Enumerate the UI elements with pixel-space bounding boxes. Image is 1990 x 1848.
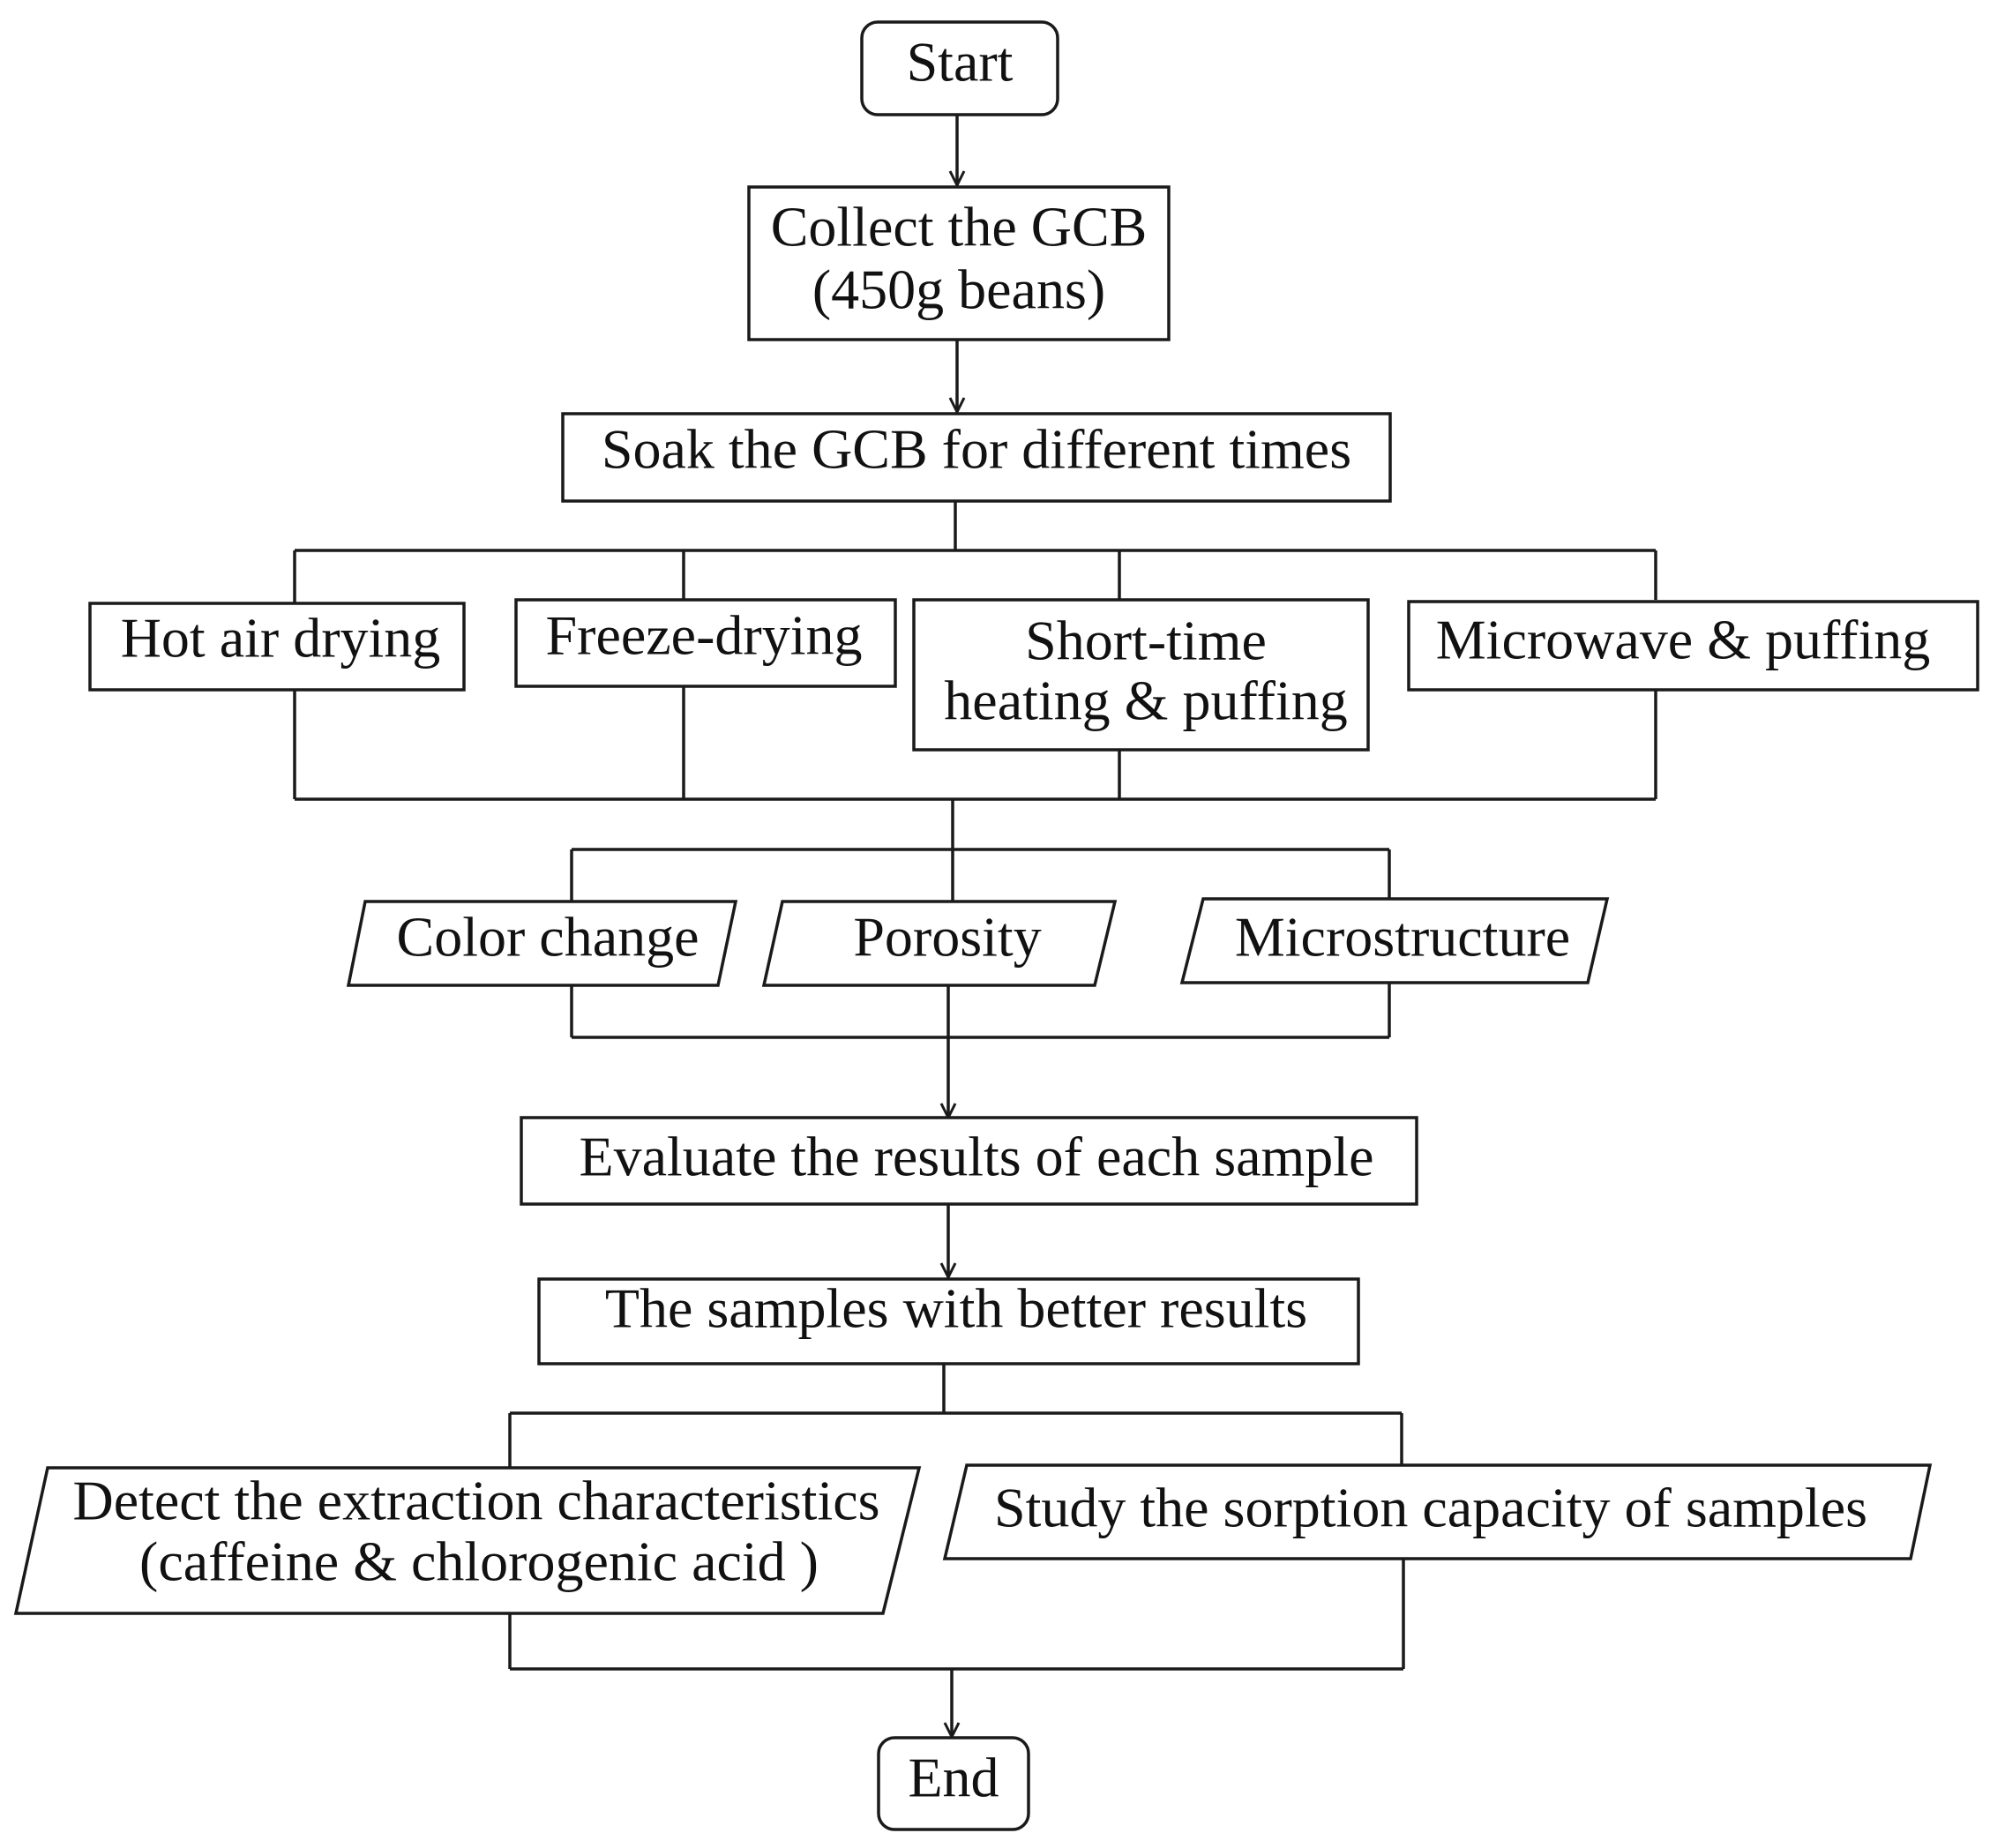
color-parallelogram: [346, 900, 738, 987]
detect-parallelogram: [13, 1466, 922, 1615]
node-study-sorption: Study the sorption capacity of samples: [942, 1463, 1933, 1560]
start-label: Start: [907, 31, 1014, 94]
detect-label-line-1: Detect the extraction characteristics: [72, 1470, 879, 1532]
evaluate-label: Evaluate the results of each sample: [580, 1126, 1374, 1188]
microwave-label: Microwave & puffing: [1436, 609, 1930, 671]
porosity-label: Porosity: [853, 906, 1041, 969]
node-microstructure: Microstructure: [1179, 897, 1610, 984]
microstructure-parallelogram: [1179, 897, 1610, 984]
soak-label: Soak the GCB for different times: [602, 418, 1351, 481]
porosity-parallelogram: [761, 900, 1118, 987]
node-color-change: Color change: [346, 900, 738, 987]
soak-box: [561, 412, 1392, 503]
node-short-time-heating: Short-time heating & puffing: [912, 598, 1370, 752]
freeze-box: [514, 598, 897, 688]
better-box: [537, 1277, 1360, 1365]
node-end: End: [877, 1736, 1030, 1831]
end-label: End: [908, 1747, 999, 1809]
node-better-results: The samples with better results: [537, 1277, 1360, 1365]
node-microwave-puffing: Microwave & puffing: [1407, 600, 1979, 692]
node-porosity: Porosity: [761, 900, 1118, 987]
study-label: Study the sorption capacity of samples: [994, 1477, 1867, 1539]
connectors: [293, 115, 1657, 1737]
node-freeze-drying: Freeze-drying: [514, 598, 897, 688]
microwave-box: [1407, 600, 1979, 692]
end-terminal: [877, 1736, 1030, 1831]
hot-air-box: [88, 602, 466, 692]
microstructure-label: Microstructure: [1235, 906, 1570, 969]
hot-air-label: Hot air drying: [121, 607, 441, 670]
detect-label-line-2: (caffeine & chlorogenic acid ): [139, 1530, 819, 1593]
node-soak: Soak the GCB for different times: [561, 412, 1392, 503]
short-time-label-line-2: heating & puffing: [944, 670, 1347, 732]
better-label: The samples with better results: [605, 1277, 1307, 1340]
freeze-label: Freeze-drying: [546, 604, 863, 667]
node-hot-air-drying: Hot air drying: [88, 602, 466, 692]
short-time-label-line-1: Short-time: [1025, 610, 1267, 672]
study-parallelogram: [942, 1463, 1933, 1560]
short-time-box: [912, 598, 1370, 752]
node-detect-extraction: Detect the extraction characteristics (c…: [13, 1466, 922, 1615]
node-start: Start: [860, 20, 1059, 116]
evaluate-box: [520, 1116, 1418, 1206]
collect-label-line-1: Collect the GCB: [771, 196, 1148, 258]
collect-box: [747, 185, 1171, 341]
node-collect: Collect the GCB (450g beans): [747, 185, 1171, 341]
collect-label-line-2: (450g beans): [812, 258, 1105, 321]
start-terminal: [860, 20, 1059, 116]
node-evaluate: Evaluate the results of each sample: [520, 1116, 1418, 1206]
color-label: Color change: [397, 906, 699, 969]
